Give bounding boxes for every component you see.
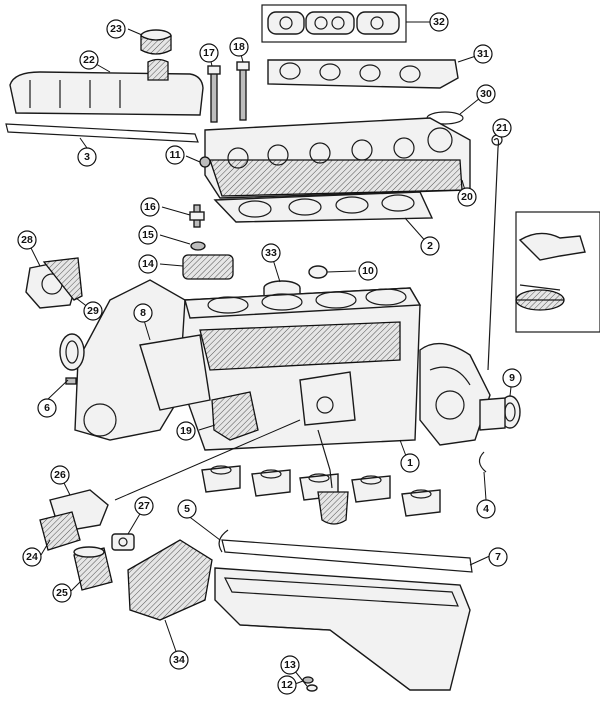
head-gasket bbox=[213, 191, 434, 223]
engine-mounting bbox=[211, 391, 259, 441]
inset-view bbox=[515, 211, 600, 333]
callout-18: 18 bbox=[229, 37, 249, 57]
callout-10: 10 bbox=[358, 261, 378, 281]
svg-text:15: 15 bbox=[142, 229, 154, 241]
svg-text:14: 14 bbox=[142, 258, 154, 270]
svg-text:8: 8 bbox=[140, 307, 146, 319]
callout-23: 23 bbox=[106, 19, 126, 39]
svg-text:34: 34 bbox=[173, 654, 185, 666]
callout-32: 32 bbox=[429, 12, 449, 32]
callout-16: 16 bbox=[140, 197, 160, 217]
callout-19: 19 bbox=[176, 421, 196, 441]
callout-17: 17 bbox=[199, 43, 219, 63]
svg-text:6: 6 bbox=[44, 402, 50, 414]
sump-baffle bbox=[127, 539, 213, 621]
svg-text:28: 28 bbox=[21, 234, 33, 246]
svg-text:26: 26 bbox=[54, 469, 66, 481]
oil-sump bbox=[214, 567, 471, 691]
svg-text:17: 17 bbox=[203, 47, 215, 59]
svg-text:18: 18 bbox=[233, 41, 245, 53]
callout-8: 8 bbox=[133, 303, 153, 323]
svg-text:21: 21 bbox=[496, 122, 508, 134]
gasket-set-box bbox=[261, 4, 407, 43]
rocker-cover bbox=[9, 58, 204, 116]
callout-11: 11 bbox=[165, 145, 185, 165]
svg-text:9: 9 bbox=[509, 372, 515, 384]
callout-25: 25 bbox=[52, 583, 72, 603]
callout-4: 4 bbox=[476, 499, 496, 519]
svg-text:2: 2 bbox=[427, 240, 433, 252]
callout-20: 20 bbox=[457, 187, 477, 207]
svg-text:33: 33 bbox=[265, 247, 277, 259]
callout-9: 9 bbox=[502, 368, 522, 388]
oil-filler-cap bbox=[140, 29, 172, 55]
svg-text:25: 25 bbox=[56, 587, 68, 599]
callout-3: 3 bbox=[77, 147, 97, 167]
svg-text:3: 3 bbox=[84, 151, 90, 163]
cylinder-head bbox=[204, 117, 471, 199]
manifold-gasket bbox=[267, 59, 459, 89]
callout-2: 2 bbox=[420, 236, 440, 256]
svg-text:10: 10 bbox=[362, 265, 374, 277]
svg-text:13: 13 bbox=[284, 659, 296, 671]
callout-12: 12 bbox=[277, 675, 297, 695]
sender-washer bbox=[190, 241, 206, 251]
pulley-seal bbox=[479, 395, 521, 431]
sump-drain-plug bbox=[302, 676, 318, 692]
dipstick bbox=[487, 134, 503, 371]
svg-text:31: 31 bbox=[477, 48, 489, 60]
callout-6: 6 bbox=[37, 398, 57, 418]
svg-text:19: 19 bbox=[180, 425, 192, 437]
svg-text:16: 16 bbox=[144, 201, 156, 213]
sump-gasket bbox=[221, 539, 473, 573]
callout-21: 21 bbox=[492, 118, 512, 138]
svg-text:11: 11 bbox=[169, 149, 180, 161]
callout-7: 7 bbox=[488, 547, 508, 567]
callout-15: 15 bbox=[138, 225, 158, 245]
oil-filter bbox=[73, 546, 113, 591]
callout-28: 28 bbox=[17, 230, 37, 250]
svg-text:27: 27 bbox=[138, 500, 150, 512]
crankshaft-seal bbox=[59, 333, 85, 385]
callout-30: 30 bbox=[476, 84, 496, 104]
water-outlet bbox=[25, 257, 83, 309]
cylinder-head-studs bbox=[207, 61, 250, 123]
svg-text:32: 32 bbox=[433, 16, 445, 28]
callout-33: 33 bbox=[261, 243, 281, 263]
svg-text:5: 5 bbox=[184, 503, 190, 515]
tappet-cover bbox=[182, 254, 234, 280]
callout-27: 27 bbox=[134, 496, 154, 516]
callout-14: 14 bbox=[138, 254, 158, 274]
callout-1: 1 bbox=[400, 453, 420, 473]
svg-text:12: 12 bbox=[281, 679, 293, 691]
core-plug bbox=[199, 156, 211, 168]
svg-text:22: 22 bbox=[83, 54, 95, 66]
callout-13: 13 bbox=[280, 655, 300, 675]
temperature-sender bbox=[189, 204, 205, 228]
crank-thrust-washer bbox=[218, 529, 229, 553]
callout-31: 31 bbox=[473, 44, 493, 64]
callout-22: 22 bbox=[79, 50, 99, 70]
expansion-plug bbox=[308, 265, 328, 279]
callout-29: 29 bbox=[83, 301, 103, 321]
svg-text:7: 7 bbox=[495, 551, 501, 563]
svg-text:20: 20 bbox=[461, 191, 473, 203]
rocker-cover-gasket bbox=[5, 123, 199, 143]
callout-26: 26 bbox=[50, 465, 70, 485]
callout-24: 24 bbox=[22, 547, 42, 567]
svg-text:1: 1 bbox=[407, 457, 413, 469]
timing-cover bbox=[419, 342, 491, 446]
callout-5: 5 bbox=[177, 499, 197, 519]
filter-adaptor bbox=[111, 533, 135, 551]
svg-text:29: 29 bbox=[87, 305, 99, 317]
svg-text:23: 23 bbox=[110, 23, 122, 35]
svg-text:4: 4 bbox=[483, 503, 489, 515]
svg-text:30: 30 bbox=[480, 88, 492, 100]
callout-34: 34 bbox=[169, 650, 189, 670]
thrust-washer bbox=[478, 451, 487, 473]
oil-pickup-strainer bbox=[317, 429, 349, 525]
filter-bracket bbox=[39, 511, 81, 551]
svg-text:24: 24 bbox=[26, 551, 38, 563]
